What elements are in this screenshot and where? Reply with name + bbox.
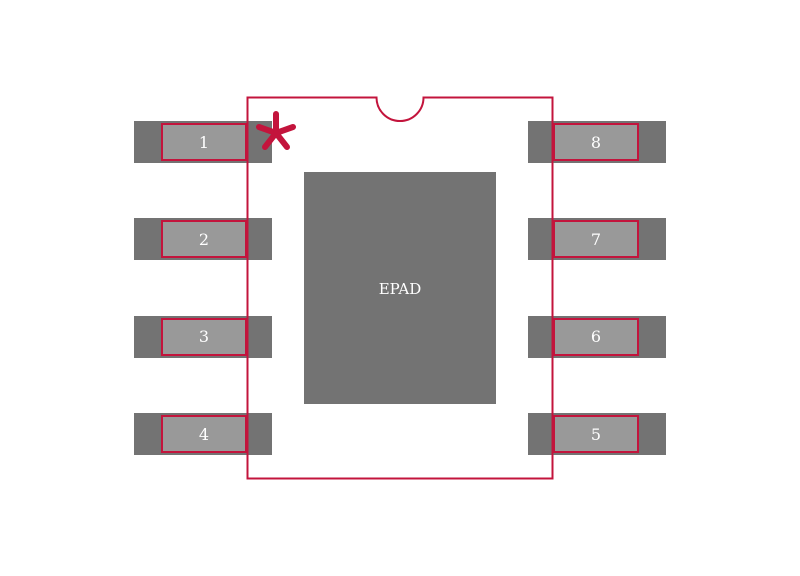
pin-3-body <box>161 318 247 356</box>
pin-4: 4 <box>134 413 272 455</box>
pin-7: 7 <box>528 218 666 260</box>
epad: EPAD <box>304 172 496 404</box>
pin-2-body <box>161 220 247 258</box>
pin-3-label: 3 <box>199 327 209 346</box>
package-outline <box>246 96 554 480</box>
pin-1-label: 1 <box>199 133 209 152</box>
pin-5-body <box>553 415 639 453</box>
pin-8-body <box>553 123 639 161</box>
pin-5-label: 5 <box>591 425 601 444</box>
pin-6-label: 6 <box>591 327 601 346</box>
pin-4-label: 4 <box>199 425 209 444</box>
pin-2: 2 <box>134 218 272 260</box>
pin-6: 6 <box>528 316 666 358</box>
pin-3: 3 <box>134 316 272 358</box>
pin-2-label: 2 <box>199 230 209 249</box>
epad-label: EPAD <box>379 280 422 298</box>
pin-5: 5 <box>528 413 666 455</box>
pin-6-body <box>553 318 639 356</box>
pin-4-body <box>161 415 247 453</box>
pin-7-label: 7 <box>591 230 601 249</box>
pin-1: 1 <box>134 121 272 163</box>
asterisk-icon <box>256 111 296 150</box>
pin-7-body <box>553 220 639 258</box>
pin-1-body <box>161 123 247 161</box>
pin-8: 8 <box>528 121 666 163</box>
epad-body <box>304 172 496 404</box>
pin-8-label: 8 <box>591 133 601 152</box>
